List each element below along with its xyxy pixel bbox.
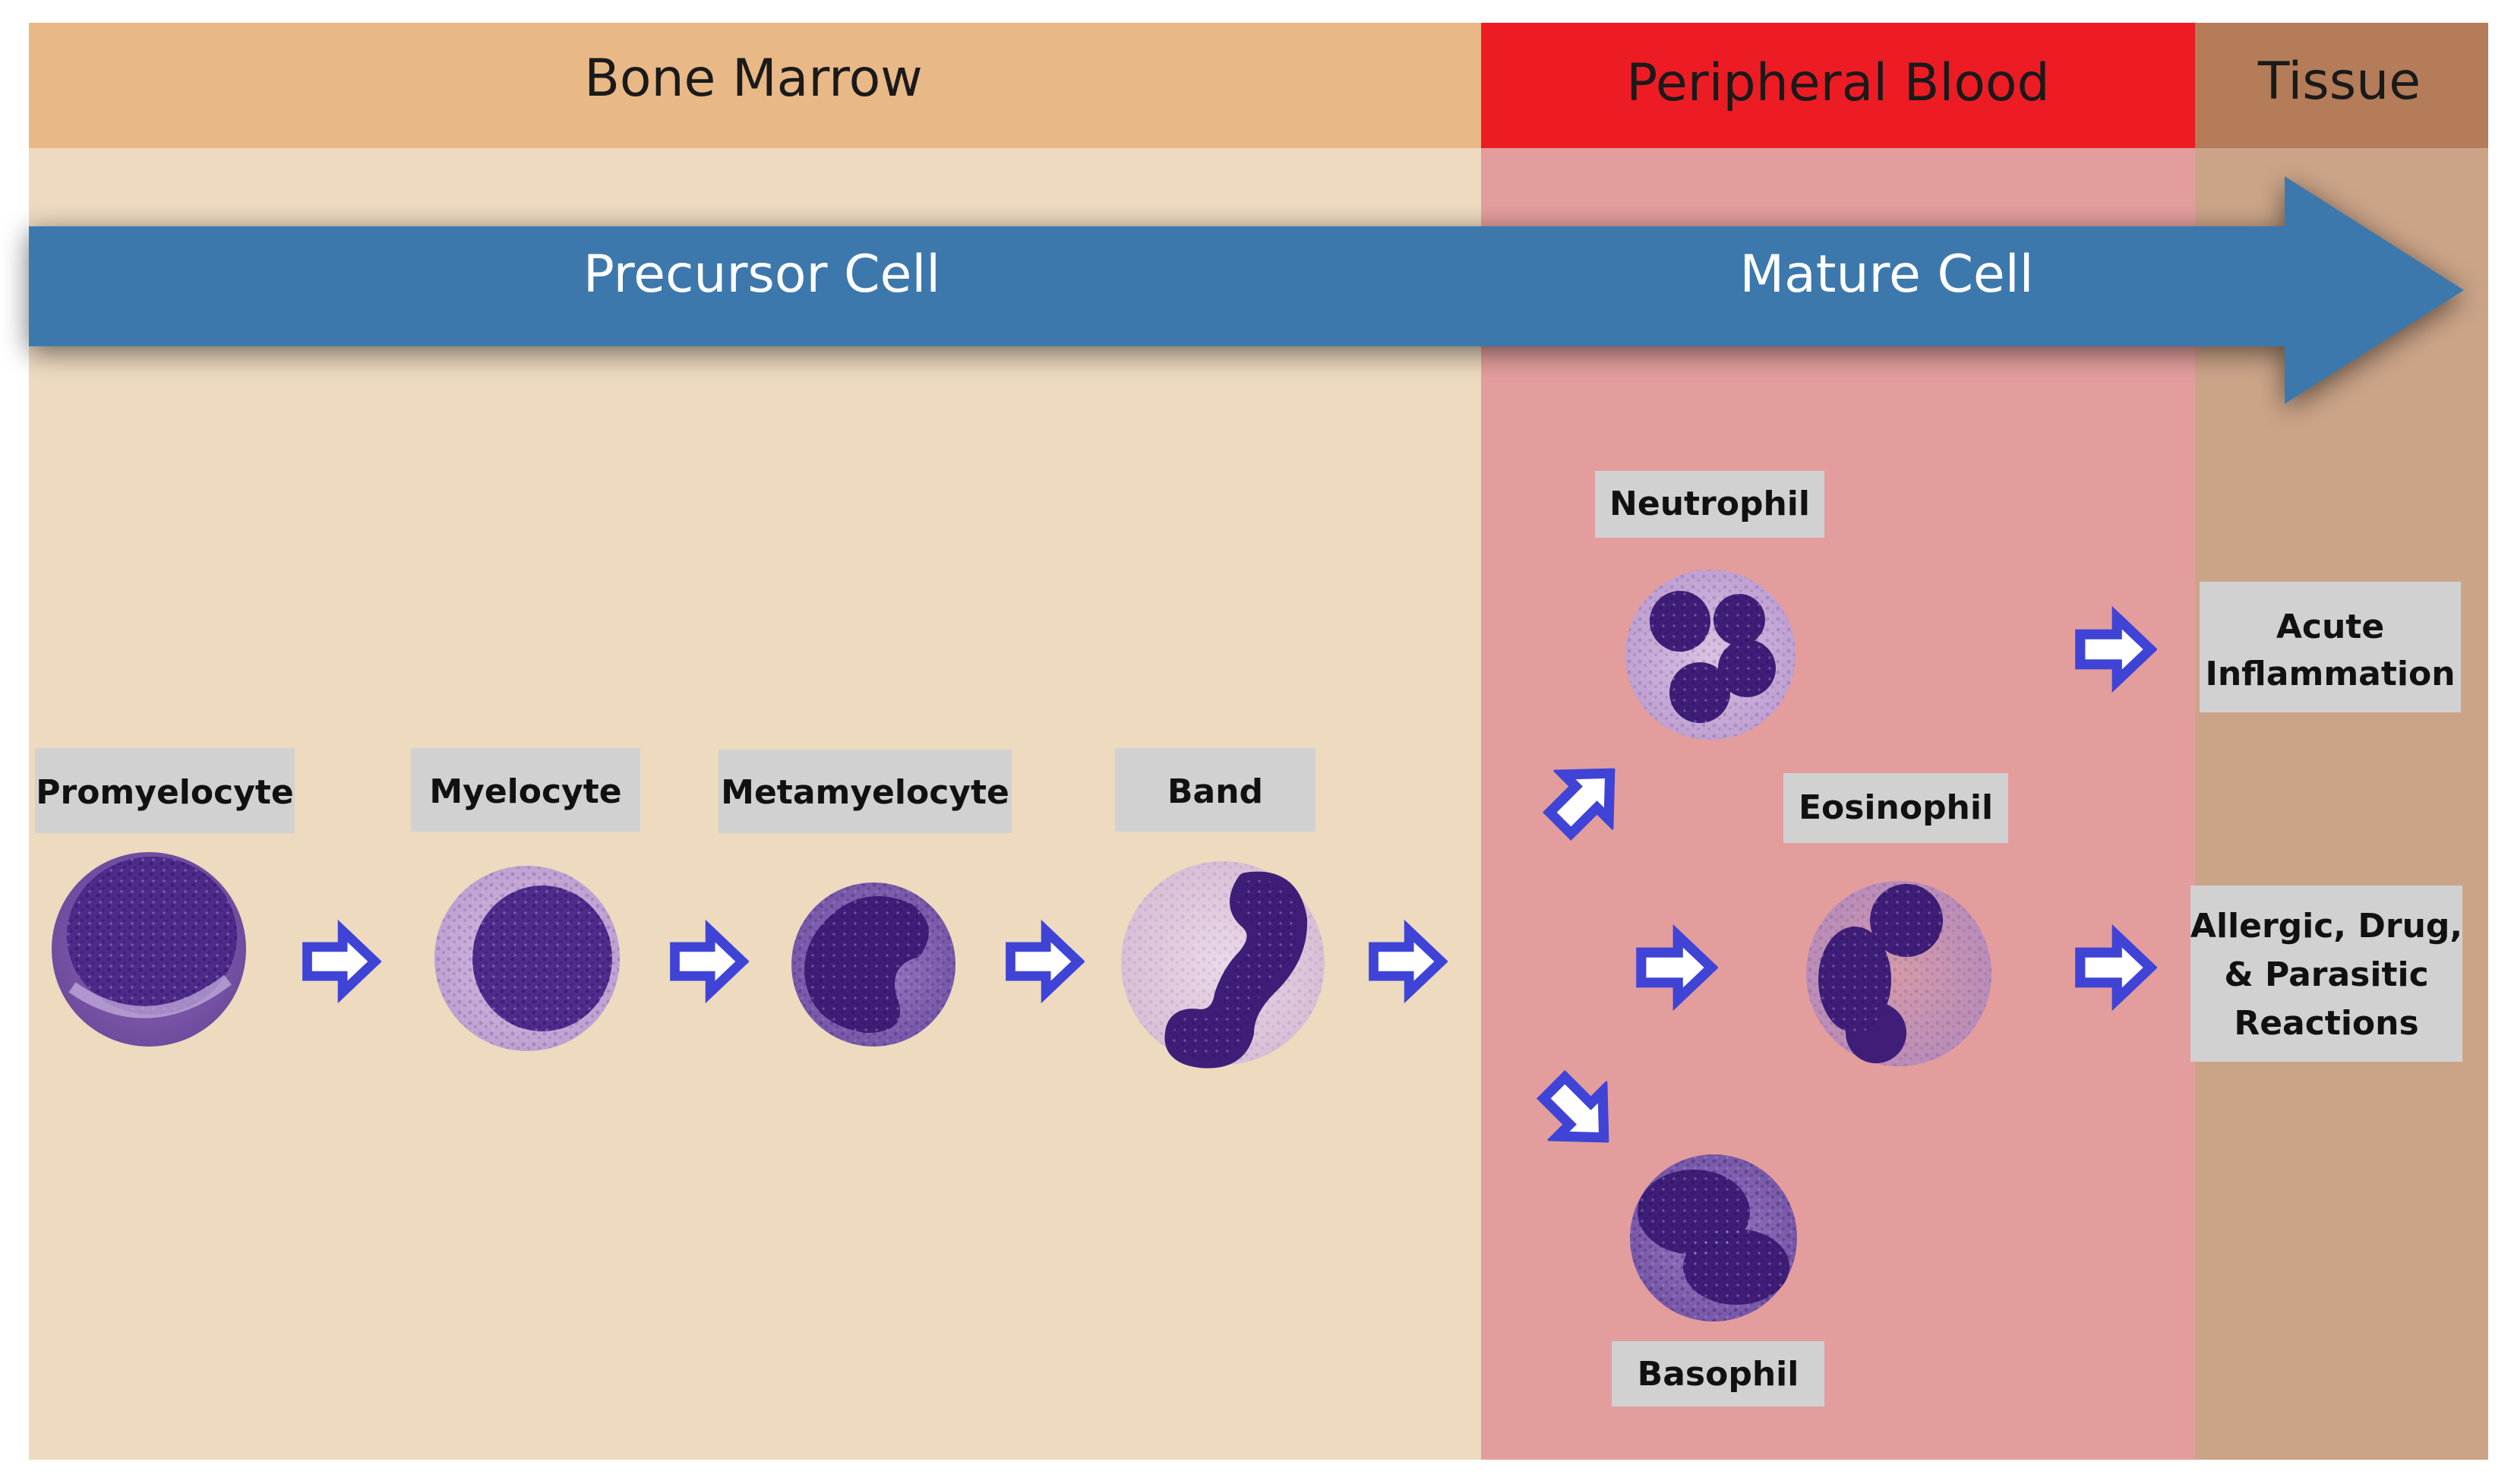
svg-text:Neutrophil: Neutrophil [1609, 485, 1810, 523]
basophil-cell [1630, 1154, 1797, 1321]
tissue-header [2195, 23, 2488, 148]
promyelocyte-cell [52, 852, 246, 1047]
svg-text:Band: Band [1167, 772, 1263, 811]
metamyelocyte-cell [791, 883, 955, 1047]
neutrophil-label: Neutrophil [1595, 471, 1824, 538]
svg-text:& Parasitic: & Parasitic [2224, 955, 2428, 994]
acute-inflammation-box: Acute Inflammation [2200, 582, 2461, 712]
myelocyte-label: Myelocyte [411, 748, 640, 832]
svg-text:Promyelocyte: Promyelocyte [36, 773, 294, 812]
svg-text:Eosinophil: Eosinophil [1799, 788, 1993, 827]
peripheral-blood-header [1481, 23, 2195, 148]
peripheral-blood-title: Peripheral Blood [1626, 53, 2049, 113]
eosinophil-cell [1806, 881, 1991, 1066]
basophil-label: Basophil [1612, 1341, 1824, 1407]
mature-cell-label: Mature Cell [1739, 245, 2033, 305]
myelocyte-cell [434, 866, 620, 1051]
tissue-title: Tissue [2257, 52, 2421, 112]
eosinophil-label: Eosinophil [1783, 773, 2008, 843]
svg-text:Reactions: Reactions [2234, 1004, 2418, 1043]
allergic-reactions-box: Allergic, Drug, & Parasitic Reactions [2190, 886, 2462, 1062]
svg-text:Inflammation: Inflammation [2205, 655, 2455, 693]
svg-text:Acute: Acute [2276, 608, 2384, 646]
svg-text:Metamyelocyte: Metamyelocyte [721, 773, 1009, 812]
bone-marrow-title: Bone Marrow [584, 49, 923, 109]
neutrophil-cell [1625, 570, 1796, 740]
svg-text:Allergic, Drug,: Allergic, Drug, [2190, 907, 2462, 946]
svg-text:Basophil: Basophil [1638, 1355, 1799, 1394]
band-label: Band [1115, 748, 1316, 832]
precursor-cell-label: Precursor Cell [583, 245, 940, 305]
promyelocyte-label: Promyelocyte [35, 748, 295, 833]
metamyelocyte-label: Metamyelocyte [719, 750, 1012, 833]
maturation-arrow [29, 176, 2464, 404]
svg-text:Myelocyte: Myelocyte [429, 772, 621, 811]
band-cell [1121, 861, 1325, 1069]
bone-marrow-header [29, 23, 1481, 148]
